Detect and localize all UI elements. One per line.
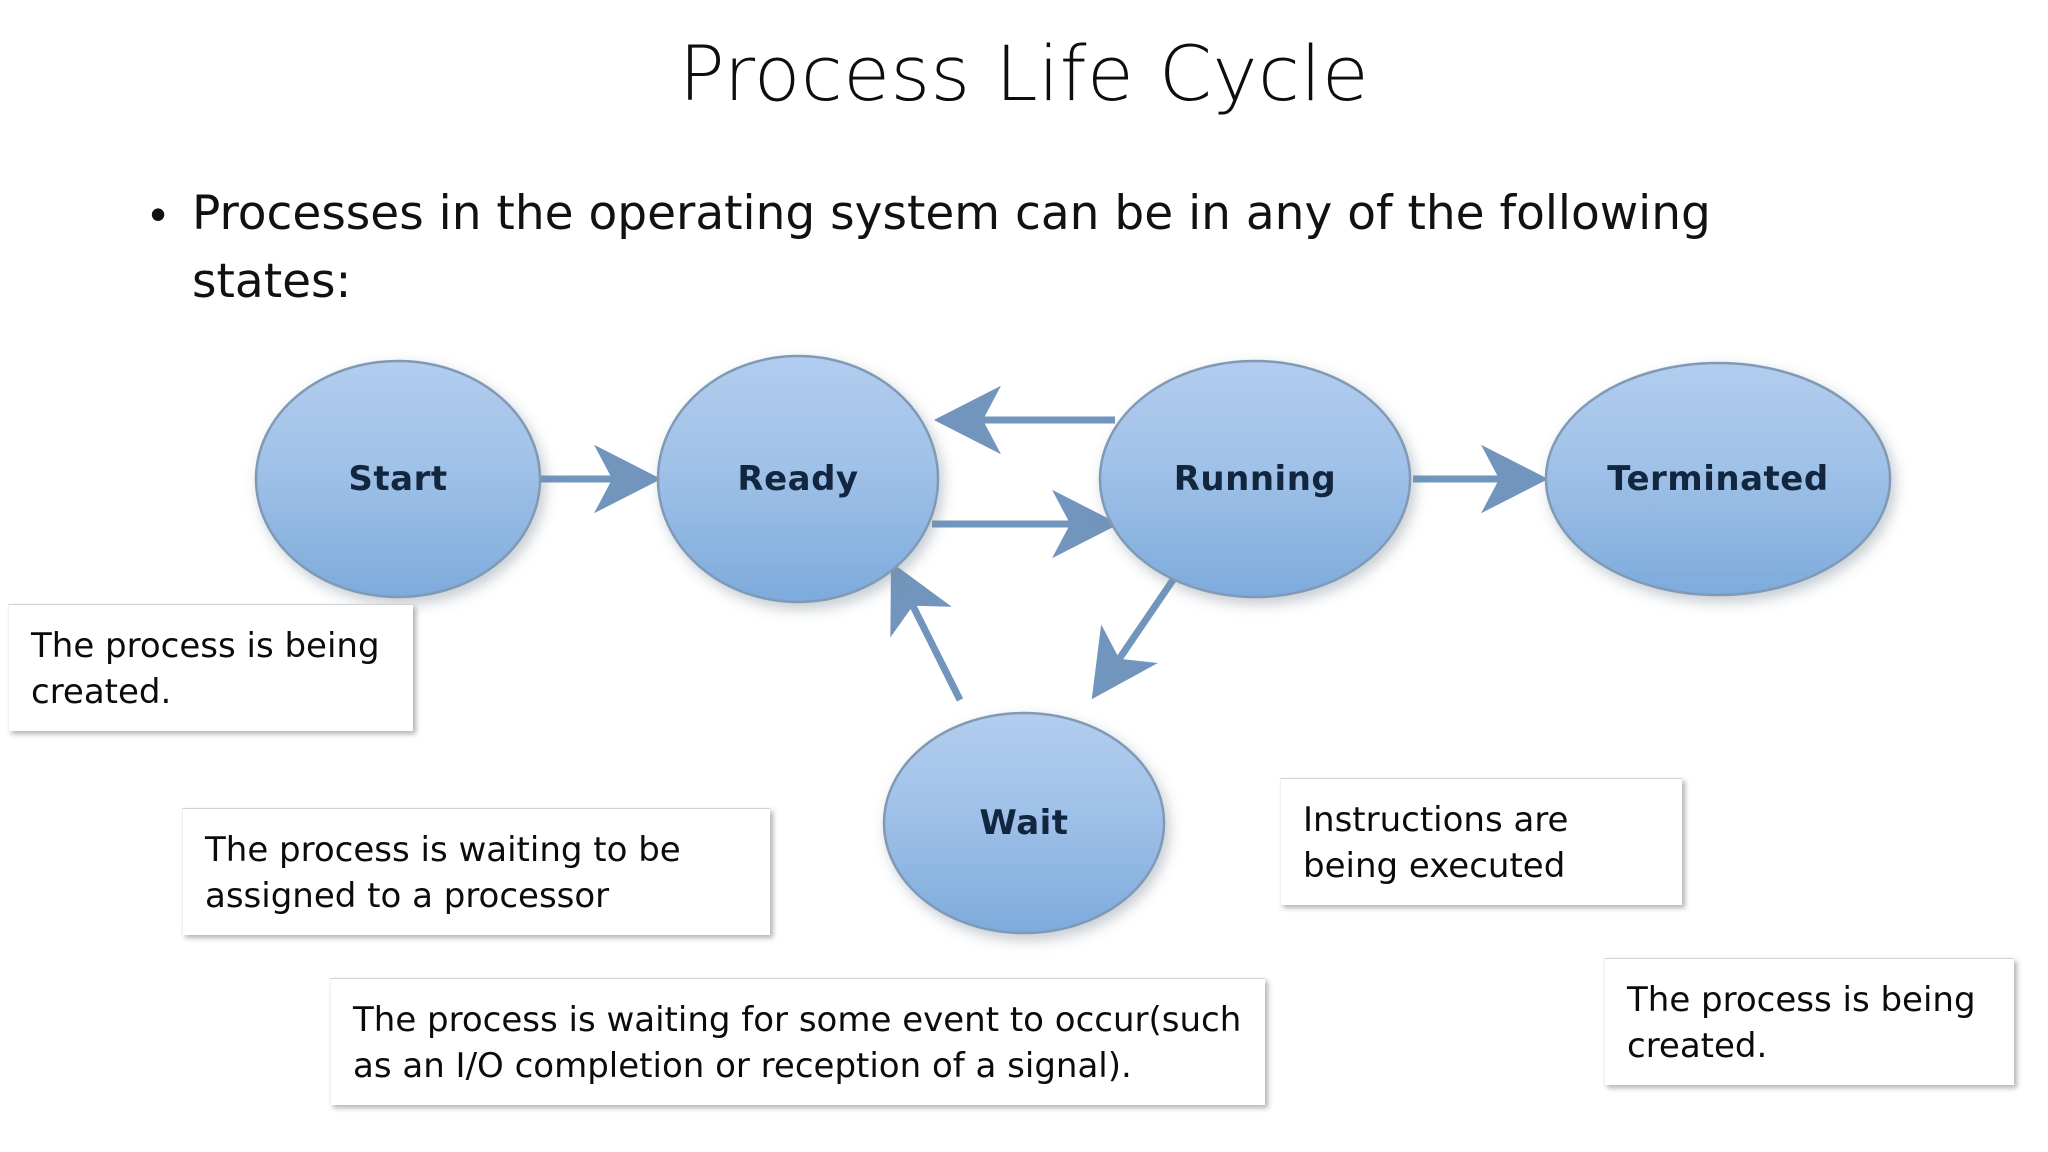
callout-running-text: Instructions are being executed <box>1303 800 1569 886</box>
page-title: Process Life Cycle <box>678 29 1370 118</box>
callout-running: Instructions are being executed <box>1280 778 1682 905</box>
callout-terminated: The process is being created. <box>1604 958 2014 1085</box>
bullet-marker-icon: • <box>150 188 167 240</box>
diagram-edges <box>536 385 1549 702</box>
node-running[interactable] <box>1098 359 1412 599</box>
node-wait[interactable] <box>882 711 1166 935</box>
node-ready[interactable] <box>656 354 940 604</box>
edge-wait-to-ready <box>890 561 964 702</box>
node-label-wait: Wait <box>979 803 1068 843</box>
callout-ready-text: The process is waiting to be assigned to… <box>205 830 681 916</box>
callout-wait-text: The process is waiting for some event to… <box>353 1000 1242 1086</box>
callout-start: The process is being created. <box>8 604 413 731</box>
node-label-running: Running <box>1174 459 1337 499</box>
node-start[interactable] <box>254 359 542 599</box>
callout-start-text: The process is being created. <box>31 626 380 712</box>
edge-running-to-wait <box>1091 550 1195 700</box>
node-label-ready: Ready <box>737 459 858 499</box>
callout-terminated-text: The process is being created. <box>1627 980 1976 1066</box>
bullet-item-text: Processes in the operating system can be… <box>192 186 1711 309</box>
callout-wait: The process is waiting for some event to… <box>330 978 1265 1105</box>
node-label-start: Start <box>348 459 447 499</box>
node-terminated[interactable] <box>1544 361 1892 597</box>
node-label-terminated: Terminated <box>1607 459 1828 499</box>
callout-ready: The process is waiting to be assigned to… <box>182 808 770 935</box>
bullet-list: • Processes in the operating system can … <box>150 180 1770 316</box>
